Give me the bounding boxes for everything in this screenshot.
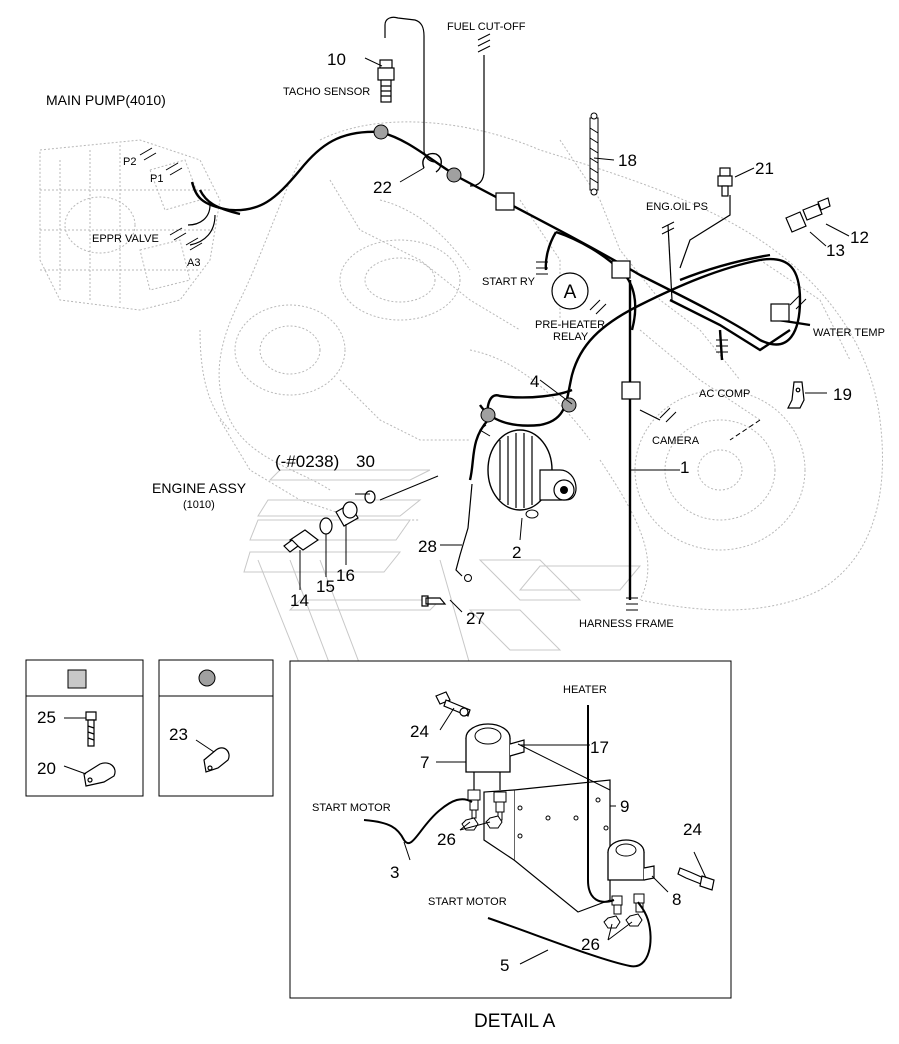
water-temp-sensor-part — [785, 197, 831, 233]
callout-16: 16 — [336, 566, 355, 585]
p1-label: P1 — [150, 173, 163, 185]
main-pump-label: MAIN PUMP(4010) — [46, 92, 166, 108]
eppr-valve-label: EPPR VALVE — [92, 233, 159, 245]
harness-frame-outline — [243, 469, 642, 666]
callout-10: 10 — [327, 50, 346, 69]
detail-a-contents — [363, 691, 715, 968]
serial-note: (-#0238) — [275, 452, 339, 471]
callout-30: 30 — [356, 452, 375, 471]
callout-5: 5 — [500, 956, 509, 975]
eng-oil-ps-label: ENG.OIL PS — [646, 201, 708, 213]
callout-23: 23 — [169, 725, 188, 744]
relay-label: RELAY — [553, 331, 589, 343]
callout-19: 19 — [833, 385, 852, 404]
heater-label: HEATER — [563, 684, 607, 696]
leader-lines — [299, 57, 850, 613]
callout-24-b: 24 — [683, 820, 702, 839]
p2-label: P2 — [123, 156, 136, 168]
callout-1: 1 — [680, 458, 689, 477]
engine-assy-label: ENGINE ASSY — [152, 480, 247, 496]
ac-comp-label: AC COMP — [699, 388, 750, 400]
start-motor-label-2: START MOTOR — [428, 896, 507, 908]
tacho-sensor-label: TACHO SENSOR — [283, 86, 370, 98]
callout-numbers: 10 22 18 21 12 13 19 4 1 2 28 27 30 14 1… — [37, 50, 869, 975]
callout-15: 15 — [316, 577, 335, 596]
callout-17: 17 — [590, 738, 609, 757]
callout-22: 22 — [373, 178, 392, 197]
callout-3: 3 — [390, 863, 399, 882]
callout-26-a: 26 — [437, 830, 456, 849]
camera-label: CAMERA — [652, 435, 700, 447]
fuel-cut-off-label: FUEL CUT-OFF — [447, 21, 526, 33]
callout-14: 14 — [290, 591, 309, 610]
callout-8: 8 — [672, 890, 681, 909]
callout-4: 4 — [530, 372, 539, 391]
ground-wire-28 — [421, 483, 473, 607]
bracket-19-part — [787, 381, 805, 409]
callout-25: 25 — [37, 708, 56, 727]
callout-24-a: 24 — [410, 722, 429, 741]
callout-27: 27 — [466, 609, 485, 628]
callout-7: 7 — [420, 753, 429, 772]
main-pump-outline — [39, 139, 221, 311]
callout-26-b: 26 — [581, 935, 600, 954]
circle-clips — [373, 124, 577, 423]
detail-a-marker: A — [551, 272, 589, 310]
alternator-part — [479, 424, 577, 519]
text-labels: MAIN PUMP(4010) TACHO SENSOR FUEL CUT-OF… — [46, 21, 885, 1032]
callout-9: 9 — [620, 797, 629, 816]
square-clips — [495, 192, 790, 400]
engine-assy-code: (1010) — [183, 499, 215, 511]
oil-pressure-switch-part — [717, 167, 733, 197]
ground-strap-part — [589, 112, 599, 196]
harness-frame-label: HARNESS FRAME — [579, 618, 674, 630]
main-harness — [187, 16, 811, 600]
start-ry-label: START RY — [482, 276, 536, 288]
legend-square-clip — [25, 659, 144, 797]
engine-outline — [199, 121, 883, 611]
clip-22-part — [422, 152, 442, 173]
a3-label: A3 — [187, 257, 200, 269]
water-temp-label: WATER TEMP — [813, 327, 885, 339]
detail-a-caption: DETAIL A — [474, 1011, 556, 1032]
callout-18: 18 — [618, 151, 637, 170]
callout-20: 20 — [37, 759, 56, 778]
callout-2: 2 — [512, 543, 521, 562]
callout-21: 21 — [755, 159, 774, 178]
callout-12: 12 — [850, 228, 869, 247]
detail-marker-text: A — [564, 282, 577, 303]
callout-28: 28 — [418, 537, 437, 556]
legend-circle-clip — [158, 659, 274, 797]
callout-13: 13 — [826, 241, 845, 260]
tacho-sensor-part — [377, 59, 395, 103]
start-motor-label-1: START MOTOR — [312, 802, 391, 814]
pre-heater-label: PRE-HEATER — [535, 319, 605, 331]
